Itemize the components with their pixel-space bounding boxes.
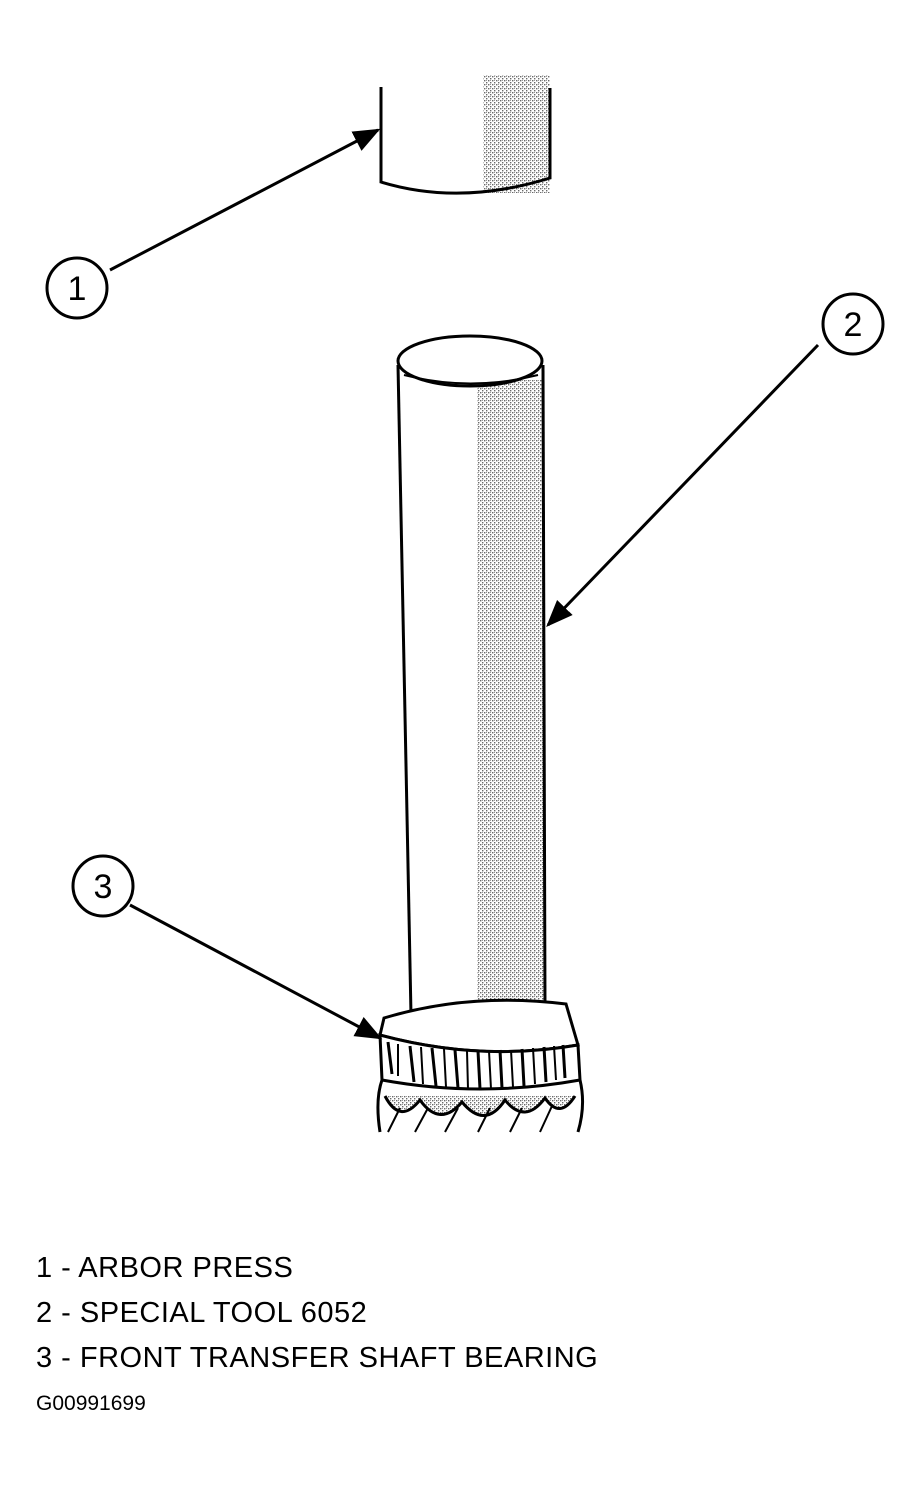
illustration: 1 2 3 bbox=[45, 75, 885, 1133]
leader-line-2 bbox=[546, 343, 820, 627]
legend-item: 2 - SPECIAL TOOL 6052 bbox=[36, 1297, 368, 1329]
leader-line-1 bbox=[109, 128, 381, 272]
callout-2: 2 bbox=[821, 292, 885, 356]
special-tool-6052 bbox=[396, 334, 547, 1030]
arbor-press-ram bbox=[379, 75, 552, 195]
callout-number: 2 bbox=[844, 306, 863, 344]
callout-3: 3 bbox=[71, 854, 135, 918]
callout-number: 1 bbox=[68, 270, 87, 308]
callout-number: 3 bbox=[94, 868, 113, 906]
callout-1: 1 bbox=[45, 256, 109, 320]
legend-item: 1 - ARBOR PRESS bbox=[36, 1252, 294, 1284]
front-transfer-shaft-bearing bbox=[376, 998, 585, 1133]
figure-id: G00991699 bbox=[36, 1392, 146, 1415]
legend-item: 3 - FRONT TRANSFER SHAFT BEARING bbox=[36, 1342, 599, 1374]
leader-line-3 bbox=[129, 903, 383, 1040]
legend: 1 - ARBOR PRESS 2 - SPECIAL TOOL 6052 3 … bbox=[36, 1246, 598, 1381]
